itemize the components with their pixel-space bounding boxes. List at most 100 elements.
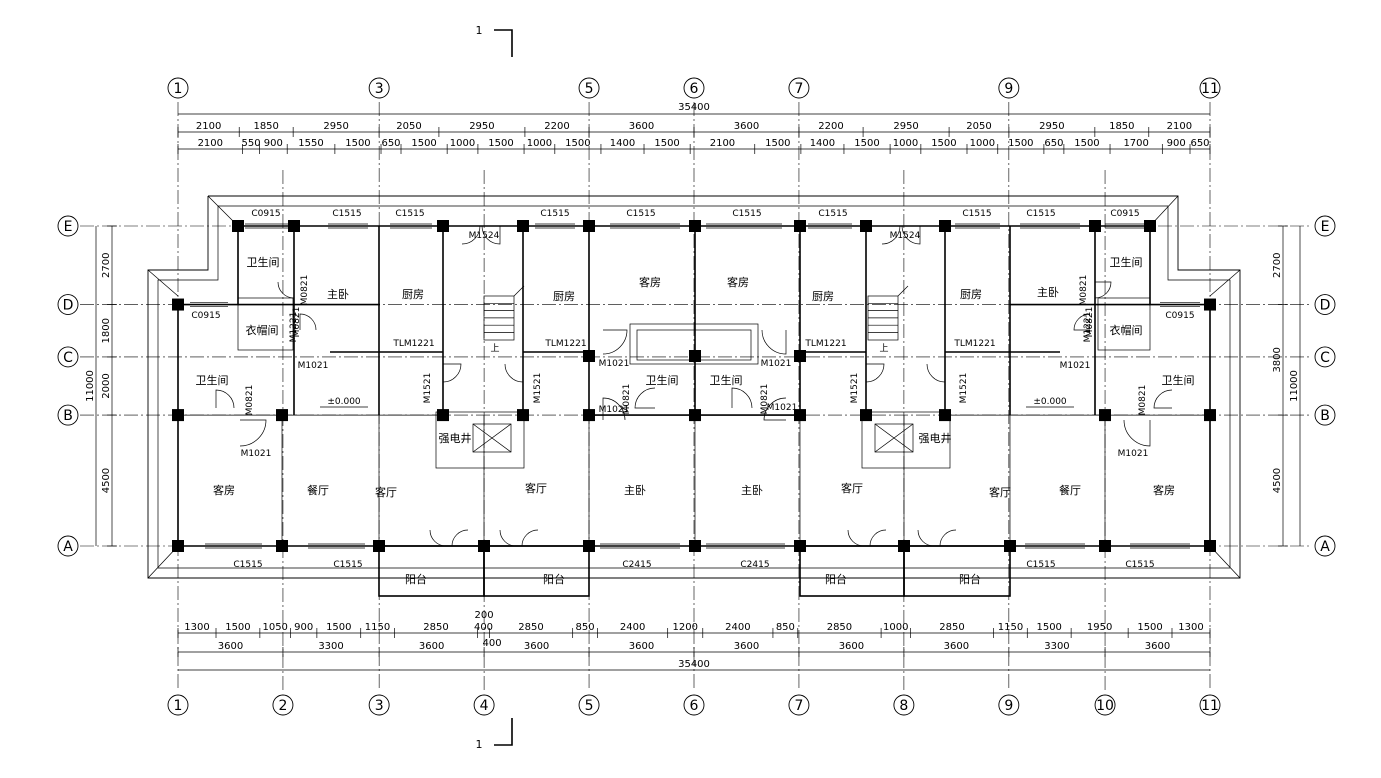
axis-label-4: 4 — [480, 698, 489, 714]
room-label: 阳台 — [825, 572, 847, 586]
room-label: 厨房 — [553, 290, 575, 303]
room-label: 衣帽间 — [246, 323, 279, 337]
opening-code: M1021 — [1060, 361, 1091, 371]
level-mark: ±0.000 — [1033, 397, 1067, 407]
axis-label-11: 11 — [1201, 81, 1219, 97]
dim-value: 3600 — [1145, 641, 1170, 652]
opening-code: M0821 — [1079, 275, 1089, 306]
opening-code: C1515 — [732, 209, 761, 219]
eave-corner — [1209, 269, 1241, 297]
column — [1099, 409, 1111, 422]
wardrobe-room — [1097, 297, 1151, 351]
opening-code: C1515 — [333, 560, 362, 570]
door-swing — [1073, 313, 1091, 331]
dim-value: 1850 — [253, 121, 278, 132]
axis-bubble-3 — [368, 694, 390, 716]
opening-code: C1515 — [1026, 209, 1055, 219]
axis-bubble-3 — [368, 77, 390, 99]
dim-total: 11000 — [85, 370, 96, 402]
dim-value: 1500 — [225, 622, 250, 633]
dim-value: 2850 — [827, 622, 852, 633]
door-swing — [1153, 389, 1173, 409]
axis-label-3: 3 — [375, 698, 384, 714]
opening-code: M1521 — [959, 373, 969, 404]
room-label: 客房 — [639, 275, 661, 289]
opening-code: C0915 — [1110, 209, 1139, 219]
opening-code: C1515 — [626, 209, 655, 219]
room-label: 阳台 — [959, 572, 981, 586]
door-swing — [602, 397, 626, 421]
axis-bubble-11 — [1199, 694, 1221, 716]
room-label: 阳台 — [543, 572, 565, 586]
column — [232, 220, 244, 232]
room-label: 衣帽间 — [1110, 323, 1143, 337]
axis-bubble-11 — [1199, 77, 1221, 99]
walls — [177, 223, 1211, 597]
door-swing — [763, 397, 787, 421]
opening-code: C2415 — [622, 560, 651, 570]
wardrobe-room — [237, 297, 294, 351]
column — [794, 540, 806, 552]
dim-value: 1200 — [673, 622, 698, 633]
stair-arrow — [897, 285, 909, 297]
room-label: 客房 — [213, 483, 235, 497]
column — [437, 220, 449, 232]
dim-value: 1000 — [970, 138, 995, 149]
column — [1099, 540, 1111, 552]
opening-code: C1515 — [818, 209, 847, 219]
axis-label-A: A — [63, 539, 73, 555]
elevator-cross — [874, 423, 914, 453]
axis-label-B: B — [1320, 408, 1330, 424]
column — [517, 220, 529, 232]
opening-code: C1515 — [332, 209, 361, 219]
opening-code: C1515 — [395, 209, 424, 219]
column — [794, 220, 806, 232]
dim-value: 1500 — [345, 138, 370, 149]
door-swing — [881, 225, 901, 245]
room-label: 餐厅 — [1059, 483, 1081, 497]
column — [373, 540, 385, 552]
door-swing — [429, 529, 447, 547]
dim-value: 1850 — [1109, 121, 1134, 132]
axis-label-9: 9 — [1004, 81, 1013, 97]
column — [1204, 298, 1216, 311]
column — [1089, 220, 1101, 232]
axis-label-B: B — [63, 408, 73, 424]
column — [1204, 540, 1216, 552]
elevator-car — [874, 423, 914, 453]
column — [437, 409, 449, 422]
room-label: 卫生间 — [196, 373, 229, 387]
dim-value: 1050 — [262, 622, 287, 633]
dim-value: 3600 — [944, 641, 969, 652]
dim-value: 2050 — [966, 121, 991, 132]
column — [794, 350, 806, 362]
column — [583, 350, 595, 362]
room-label: 卫生间 — [1110, 255, 1143, 269]
axis-label-C: C — [1320, 350, 1330, 366]
dim-value: 2100 — [1167, 121, 1192, 132]
column — [689, 220, 701, 232]
room-label: 客厅 — [525, 481, 547, 495]
dim-value: 850 — [776, 622, 795, 633]
dim-value: 1700 — [1123, 138, 1148, 149]
column — [689, 540, 701, 552]
axis-label-8: 8 — [899, 698, 908, 714]
shaft-box — [861, 411, 951, 469]
opening-code: M1021 — [241, 449, 272, 459]
axis-label-10: 10 — [1096, 698, 1114, 714]
opening-code: M0821 — [1085, 307, 1095, 338]
dim-value: 1300 — [1178, 622, 1203, 633]
axis-bubble-D — [1314, 294, 1336, 315]
axis-bubble-7 — [788, 694, 810, 716]
column — [517, 409, 529, 422]
room-label: 强电井 — [439, 431, 472, 445]
door-swing — [634, 387, 656, 409]
dim-value: 2950 — [469, 121, 494, 132]
axis-bubble-E — [57, 215, 79, 237]
level-mark: ±0.000 — [327, 397, 361, 407]
column — [898, 540, 910, 552]
door-swing — [299, 313, 317, 331]
door-swing — [901, 225, 921, 245]
opening-code: M0821 — [1138, 385, 1148, 416]
dim-value: 2950 — [323, 121, 348, 132]
